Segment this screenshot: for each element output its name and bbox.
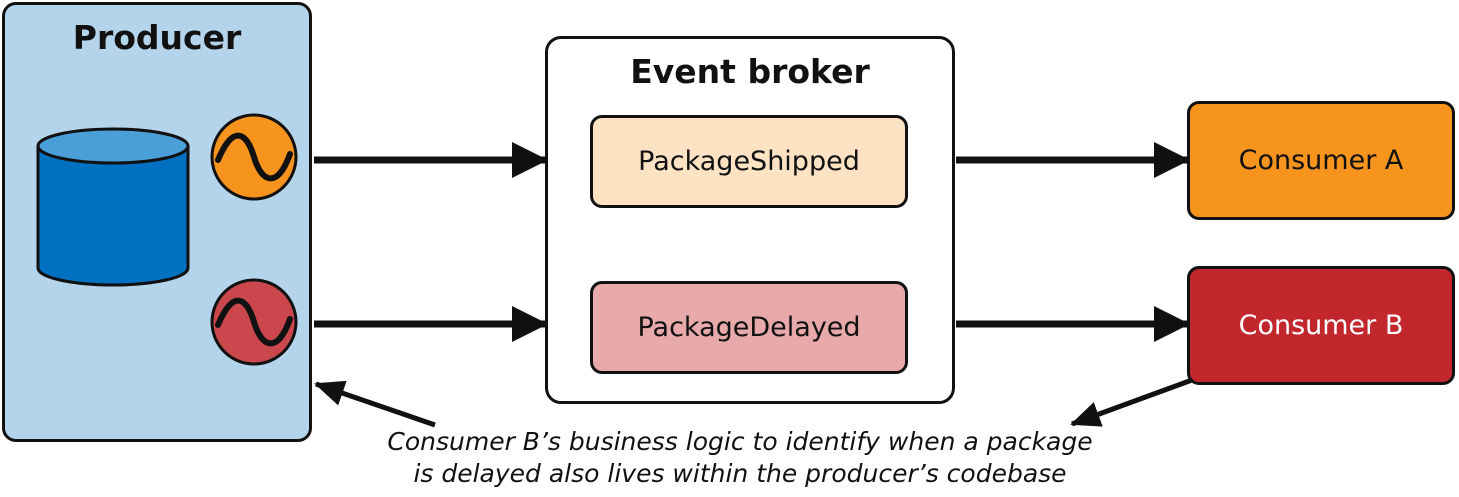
arrow-note-to-producer: [314, 380, 436, 428]
event-broker-title: Event broker: [630, 52, 870, 91]
event-package-delayed-label: PackageDelayed: [637, 312, 861, 343]
event-delayed-icon: [210, 278, 298, 366]
event-package-delayed: PackageDelayed: [590, 281, 908, 374]
producer-title: Producer: [72, 18, 242, 57]
event-package-shipped-label: PackageShipped: [638, 146, 860, 177]
arrow-consumer-b-to-note: [1070, 377, 1193, 427]
event-package-shipped: PackageShipped: [590, 115, 908, 208]
consumer-a-box: Consumer A: [1187, 101, 1455, 220]
annotation-note-line-2: is delayed also lives within the produce…: [413, 459, 1067, 488]
annotation-note-line-1: Consumer B’s business logic to identify …: [387, 427, 1093, 456]
consumer-a-label: Consumer A: [1238, 145, 1404, 176]
consumer-b-label: Consumer B: [1238, 310, 1404, 341]
database-icon: [36, 127, 190, 287]
annotation-note: Consumer B’s business logic to identify …: [380, 426, 1100, 490]
event-shipped-icon: [210, 113, 298, 201]
